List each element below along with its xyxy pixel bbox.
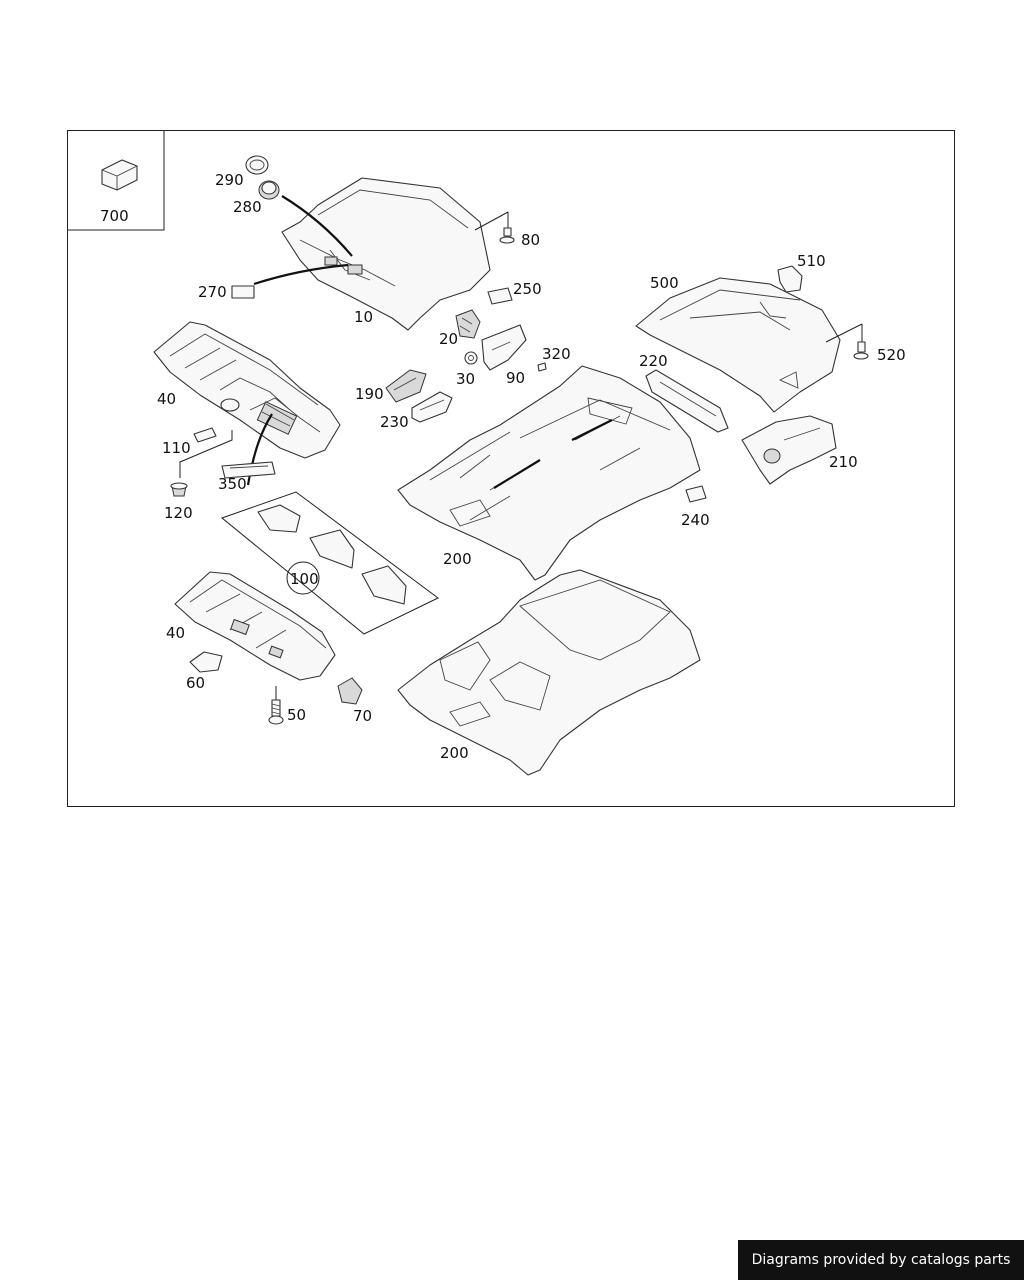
callout-500: 500 — [650, 274, 679, 292]
callout-40-lower: 40 — [166, 624, 185, 642]
callout-240: 240 — [681, 511, 710, 529]
part-80-screw[interactable] — [474, 211, 515, 244]
part-250-pad[interactable] — [487, 287, 513, 305]
callout-190: 190 — [355, 385, 384, 403]
part-500-rear-panel[interactable] — [635, 277, 841, 413]
part-230-lens[interactable] — [411, 391, 453, 423]
callout-320: 320 — [542, 345, 571, 363]
part-200-headliner-b[interactable] — [397, 569, 701, 776]
part-520-screw[interactable] — [825, 323, 869, 360]
callout-110: 110 — [162, 439, 191, 457]
callout-220: 220 — [639, 352, 668, 370]
kit-100-outline — [220, 491, 439, 635]
callout-250: 250 — [513, 280, 542, 298]
callout-60: 60 — [186, 674, 205, 692]
callout-270: 270 — [198, 283, 227, 301]
part-110-pad[interactable] — [193, 427, 217, 443]
part-40-console-upper[interactable] — [153, 321, 341, 459]
callout-70: 70 — [353, 707, 372, 725]
callout-120: 120 — [164, 504, 193, 522]
callout-80: 80 — [521, 231, 540, 249]
part-510-clip[interactable] — [777, 265, 803, 293]
part-20-switch[interactable] — [455, 309, 481, 339]
diagram-frame — [67, 130, 955, 807]
part-40-console-lower[interactable] — [174, 571, 336, 681]
callout-10: 10 — [354, 308, 373, 326]
callout-700: 700 — [100, 207, 129, 225]
callout-350: 350 — [218, 475, 247, 493]
callout-50: 50 — [287, 706, 306, 724]
callout-100: 100 — [290, 570, 319, 588]
part-100-cover-b[interactable] — [309, 529, 355, 569]
footer-text: Diagrams provided by catalogs parts — [751, 1252, 1011, 1268]
callout-210: 210 — [829, 453, 858, 471]
callout-20: 20 — [439, 330, 458, 348]
part-320-clip[interactable] — [537, 362, 547, 372]
part-10-roof-panel[interactable] — [281, 177, 491, 331]
part-50-bolt[interactable] — [268, 686, 284, 725]
callout-200-bottom: 200 — [440, 744, 469, 762]
part-100-cover-c[interactable] — [361, 565, 407, 605]
callout-510: 510 — [797, 252, 826, 270]
callout-290: 290 — [215, 171, 244, 189]
callout-230: 230 — [380, 413, 409, 431]
part-200-headliner-a[interactable] — [397, 365, 701, 581]
part-90-bracket[interactable] — [481, 324, 527, 371]
part-30-nut[interactable] — [464, 351, 478, 365]
part-60-clip[interactable] — [189, 651, 223, 673]
part-70-switch[interactable] — [337, 677, 363, 705]
part-270-pad[interactable] — [231, 285, 255, 299]
part-240-pad[interactable] — [685, 485, 707, 503]
callout-90: 90 — [506, 369, 525, 387]
callout-30: 30 — [456, 370, 475, 388]
part-210-pillar-trim[interactable] — [741, 415, 837, 485]
kit-cell-700 — [67, 130, 165, 231]
part-100-cover-a[interactable] — [257, 504, 301, 533]
part-190-lamp[interactable] — [385, 369, 427, 403]
callout-280: 280 — [233, 198, 262, 216]
callout-520: 520 — [877, 346, 906, 364]
footer-banner: Diagrams provided by catalogs parts — [738, 1240, 1024, 1280]
callout-40-upper: 40 — [157, 390, 176, 408]
part-290-ring[interactable] — [245, 155, 269, 175]
callout-200-top: 200 — [443, 550, 472, 568]
